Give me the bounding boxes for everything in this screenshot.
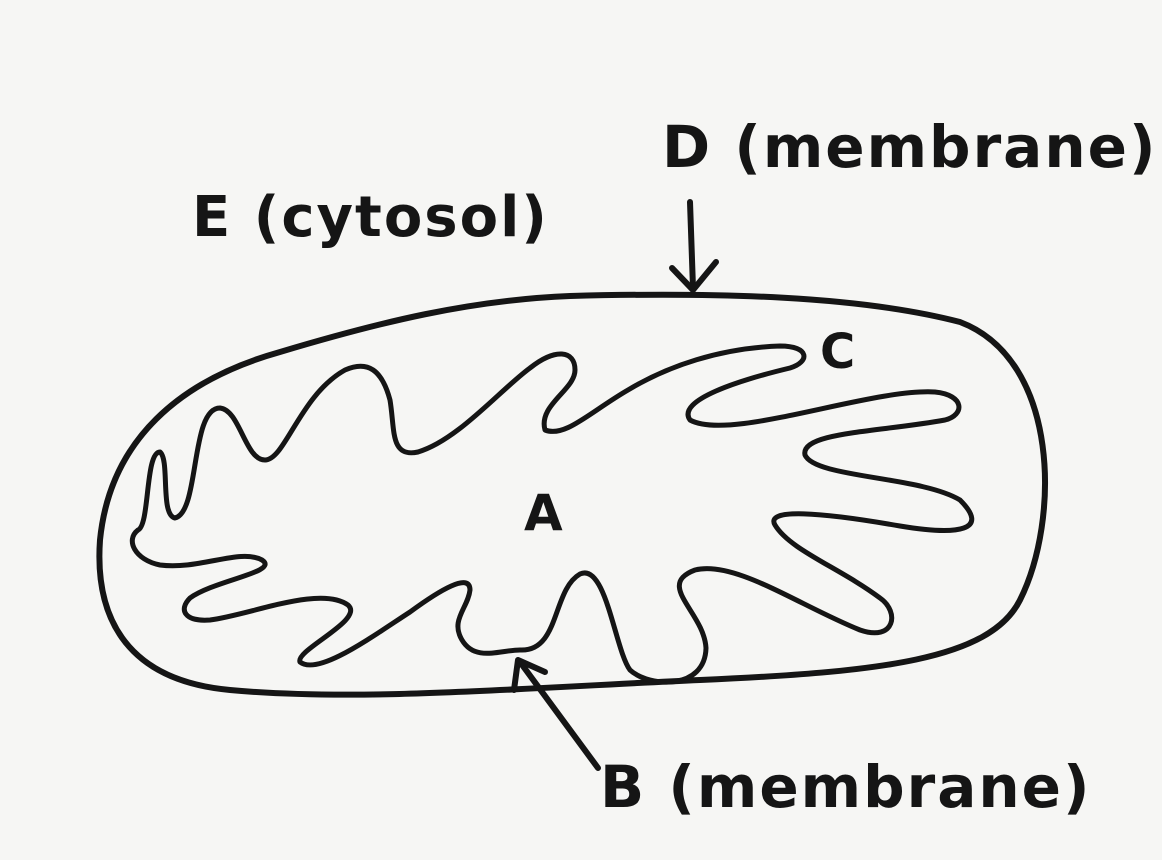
arrow-d-shaft — [687, 199, 696, 291]
outer-membrane — [96, 291, 1048, 698]
arrow-d-head — [669, 259, 719, 293]
label-d-outer-membrane: D (membrane) — [662, 113, 1158, 181]
label-a-matrix: A — [524, 484, 563, 542]
arrow-b-shaft — [517, 659, 601, 771]
arrow-b-head — [511, 657, 548, 693]
label-e-cytosol: E (cytosol) — [192, 185, 549, 250]
inner-membrane — [129, 343, 975, 685]
label-c-intermembrane-space: C — [820, 324, 856, 380]
label-b-inner-membrane: B (membrane) — [600, 753, 1092, 821]
